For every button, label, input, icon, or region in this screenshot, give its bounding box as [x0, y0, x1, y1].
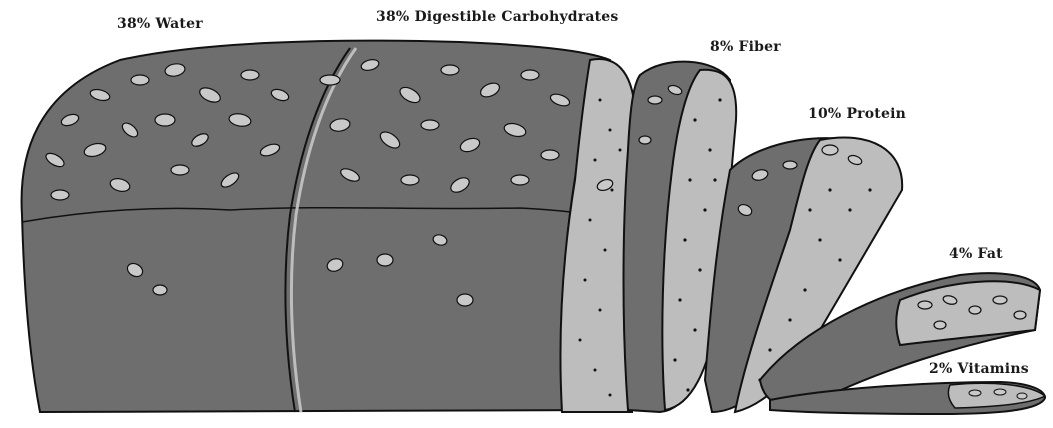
label-fiber: 8% Fiber — [710, 39, 781, 55]
label-water: 38% Water — [117, 16, 203, 32]
label-fat: 4% Fat — [949, 246, 1003, 262]
label-protein: 10% Protein — [808, 106, 906, 122]
label-carbohydrates: 38% Digestible Carbohydrates — [376, 9, 619, 25]
label-vitamins: 2% Vitamins — [929, 361, 1029, 377]
loaf-main-piece — [22, 41, 635, 412]
